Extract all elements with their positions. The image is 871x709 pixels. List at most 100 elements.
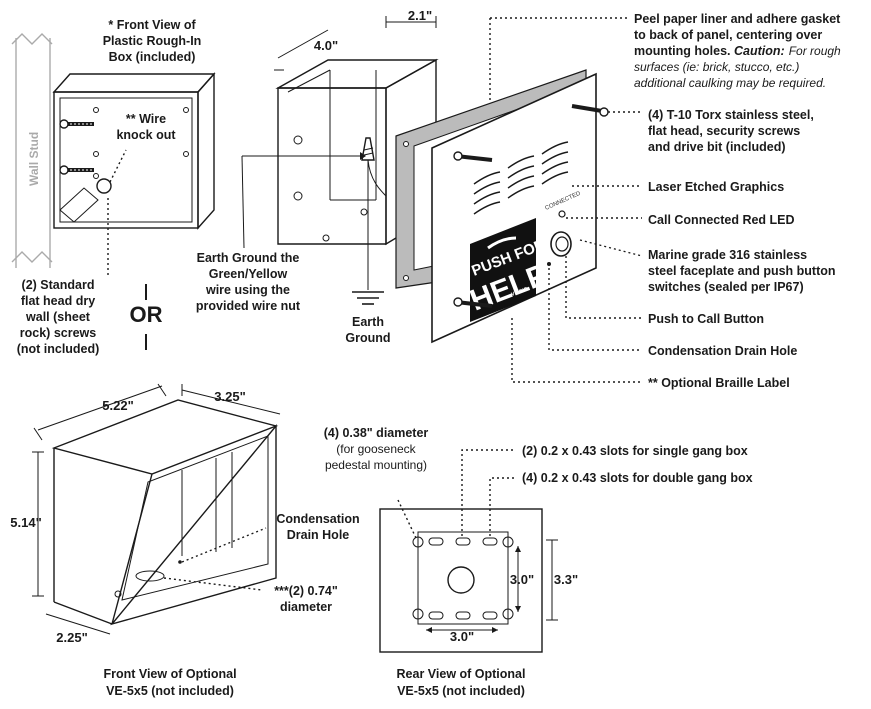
svg-text:diameter: diameter xyxy=(280,600,332,614)
hood-diameter-label: ***(2) 0.74" diameter xyxy=(163,577,338,614)
svg-text:flat head, security screws: flat head, security screws xyxy=(648,124,800,138)
wall-stud xyxy=(11,33,53,268)
svg-text:Front View of Optional: Front View of Optional xyxy=(103,667,236,681)
svg-text:wire using the: wire using the xyxy=(205,283,290,297)
wire-knockout xyxy=(96,178,112,194)
red-led-label: Call Connected Red LED xyxy=(566,213,795,227)
condensation-drain-dot xyxy=(547,262,551,266)
svg-text:5.14": 5.14" xyxy=(10,515,41,530)
svg-text:Box (included): Box (included) xyxy=(109,50,196,64)
svg-text:wall (sheet: wall (sheet xyxy=(25,310,91,324)
svg-text:(2) Standard: (2) Standard xyxy=(22,278,95,292)
svg-text:(4) 0.38" diameter: (4) 0.38" diameter xyxy=(324,426,429,440)
rear-view-caption: Rear View of Optional VE-5x5 (not includ… xyxy=(397,667,526,698)
box-screw-top xyxy=(59,119,94,129)
svg-text:Condensation: Condensation xyxy=(276,512,359,526)
svg-text:(4) 0.2 x 0.43 slots for doubl: (4) 0.2 x 0.43 slots for double gang box xyxy=(522,471,753,485)
hood-front-view xyxy=(51,399,279,626)
svg-text:2.1": 2.1" xyxy=(408,8,432,23)
svg-text:steel faceplate and push butto: steel faceplate and push button xyxy=(648,264,836,278)
push-to-call-label: Push to Call Button xyxy=(565,256,764,326)
box-screw-bottom xyxy=(59,165,94,175)
svg-text:Drain Hole: Drain Hole xyxy=(287,528,350,542)
front-view-caption: Front View of Optional VE-5x5 (not inclu… xyxy=(103,667,236,698)
red-led xyxy=(558,210,566,218)
svg-text:Plastic Rough-In: Plastic Rough-In xyxy=(103,34,202,48)
svg-text:pedestal mounting): pedestal mounting) xyxy=(325,458,427,472)
svg-text:additional caulking may be req: additional caulking may be required. xyxy=(634,76,826,90)
svg-text:Earth: Earth xyxy=(352,315,384,329)
svg-text:Green/Yellow: Green/Yellow xyxy=(209,267,288,281)
svg-text:3.0": 3.0" xyxy=(450,629,474,644)
rough-in-box-label: * Front View of Plastic Rough-In Box (in… xyxy=(103,18,202,64)
svg-text:Condensation Drain Hole: Condensation Drain Hole xyxy=(648,344,797,358)
svg-text:3.0": 3.0" xyxy=(510,572,534,587)
svg-text:to back of panel, centering ov: to back of panel, centering over xyxy=(634,28,822,42)
hood-diameter-hole xyxy=(135,570,165,582)
svg-text:Earth Ground the: Earth Ground the xyxy=(197,251,300,265)
svg-text:Ground: Ground xyxy=(345,331,390,345)
svg-text:3.25": 3.25" xyxy=(214,389,245,404)
gooseneck-label: (4) 0.38" diameter (for gooseneck pedest… xyxy=(324,426,429,539)
earth-ground-label: Earth Ground xyxy=(345,315,390,345)
single-gang-label: (2) 0.2 x 0.43 slots for single gang box xyxy=(461,444,748,536)
braille-label-label: ** Optional Braille Label xyxy=(511,318,790,390)
marine-grade-label: Marine grade 316 stainless steel facepla… xyxy=(579,239,836,294)
rear-center-hole xyxy=(447,566,475,594)
svg-text:provided wire nut: provided wire nut xyxy=(196,299,301,313)
rough-in-box-drawing: Wall Stud xyxy=(11,33,216,268)
speaker-louvers xyxy=(473,141,569,215)
dim-2-1: 2.1" xyxy=(385,8,437,28)
svg-text:Rear View of Optional: Rear View of Optional xyxy=(397,667,526,681)
svg-text:(not included): (not included) xyxy=(17,342,100,356)
svg-text:VIKING: VIKING xyxy=(511,286,529,298)
dim-2-25: 2.25" xyxy=(45,613,111,645)
svg-text:VE-5x5 (not included): VE-5x5 (not included) xyxy=(397,684,525,698)
svg-text:Peel paper liner and adhere ga: Peel paper liner and adhere gasket xyxy=(634,12,841,26)
svg-text:** Wire: ** Wire xyxy=(126,112,166,126)
double-gang-label: (4) 0.2 x 0.43 slots for double gang box xyxy=(489,471,753,536)
dim-4-0: 4.0" xyxy=(274,29,338,71)
dim-3-3: 3.3" xyxy=(546,539,578,621)
dim-3-25: 3.25" xyxy=(181,384,281,415)
torx-screws-label: (4) T-10 Torx stainless steel, flat head… xyxy=(608,108,814,154)
svg-text:OR: OR xyxy=(130,302,163,327)
svg-text:Push to Call Button: Push to Call Button xyxy=(648,312,764,326)
svg-text:** Optional Braille Label: ** Optional Braille Label xyxy=(648,376,790,390)
svg-text:***(2) 0.74": ***(2) 0.74" xyxy=(274,584,338,598)
dim-3-0-vertical: 3.0" xyxy=(510,546,534,612)
hood-rear-view xyxy=(379,508,543,653)
svg-text:Call Connected Red LED: Call Connected Red LED xyxy=(648,213,795,227)
drywall-screws-label: (2) Standard flat head dry wall (sheet r… xyxy=(17,198,109,356)
svg-text:VE-5x5 (not included): VE-5x5 (not included) xyxy=(106,684,234,698)
faceplate-drawing: PUSH FOR HELP VIKING CONNECTED xyxy=(431,72,609,344)
svg-text:surfaces (ie: brick, stucco, e: surfaces (ie: brick, stucco, etc.) xyxy=(634,60,799,74)
svg-text:flat head dry: flat head dry xyxy=(21,294,95,308)
svg-text:mounting holes. Caution: mounting holes. Caution: For rough xyxy=(634,42,841,59)
wall-stud-label: Wall Stud xyxy=(27,132,41,186)
faceplate-screws xyxy=(453,104,609,308)
svg-text:5.22": 5.22" xyxy=(102,398,133,413)
svg-text:(4) T-10 Torx stainless steel,: (4) T-10 Torx stainless steel, xyxy=(648,108,814,122)
condensation-drain-label: Condensation Drain Hole xyxy=(548,268,797,358)
svg-text:4.0": 4.0" xyxy=(314,38,338,53)
gasket-note: Peel paper liner and adhere gasket to ba… xyxy=(489,12,841,100)
svg-text:(for gooseneck: (for gooseneck xyxy=(336,442,416,456)
svg-text:knock out: knock out xyxy=(116,128,176,142)
svg-text:rock) screws: rock) screws xyxy=(20,326,96,340)
dim-5-14: 5.14" xyxy=(10,451,44,597)
hood-drain-label: Condensation Drain Hole xyxy=(181,512,360,563)
laser-graphics-label: Laser Etched Graphics xyxy=(572,180,784,194)
svg-text:Marine grade 316 stainless: Marine grade 316 stainless xyxy=(648,248,807,262)
dim-5-22: 5.22" xyxy=(33,383,167,441)
svg-text:switches (sealed per IP67): switches (sealed per IP67) xyxy=(648,280,804,294)
earth-ground-wire-label: Earth Ground the Green/Yellow wire using… xyxy=(196,152,366,313)
svg-text:3.3": 3.3" xyxy=(554,572,578,587)
svg-text:Laser Etched Graphics: Laser Etched Graphics xyxy=(648,180,784,194)
svg-text:(2) 0.2 x 0.43 slots for singl: (2) 0.2 x 0.43 slots for single gang box xyxy=(522,444,748,458)
svg-text:* Front View of: * Front View of xyxy=(108,18,196,32)
or-separator: OR xyxy=(130,284,163,350)
svg-text:2.25": 2.25" xyxy=(56,630,87,645)
